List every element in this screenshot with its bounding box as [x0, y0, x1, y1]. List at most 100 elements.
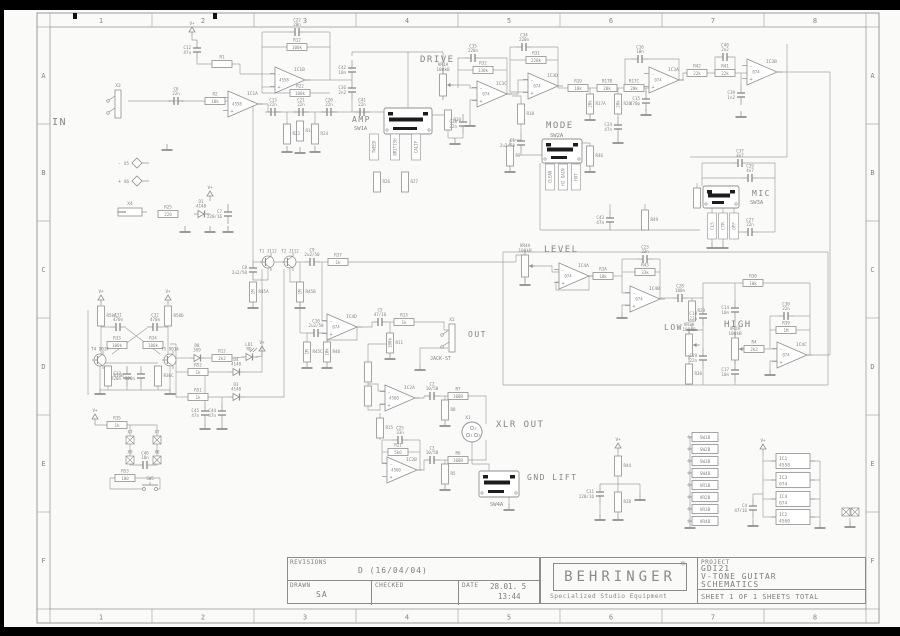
svg-text:2k2: 2k2	[218, 356, 226, 361]
ground-symbol	[747, 520, 759, 527]
svg-text:+: +	[230, 109, 233, 115]
svg-text:074: 074	[782, 353, 790, 358]
ground-symbol	[616, 312, 628, 319]
jfet-T1: T1 J112	[259, 249, 277, 271]
svg-text:22n: 22n	[172, 91, 180, 96]
switch-block	[383, 107, 433, 135]
ground-symbol	[706, 242, 718, 249]
svg-text:C15: C15	[632, 96, 640, 101]
svg-text:-: -	[561, 268, 564, 274]
svg-text:1k: 1k	[401, 320, 407, 325]
svg-text:4148: 4148	[231, 362, 242, 367]
svg-text:D: D	[870, 363, 874, 371]
svg-text:10k: 10k	[211, 99, 219, 104]
svg-text:220n: 220n	[519, 37, 530, 42]
svg-text:C31: C31	[114, 313, 122, 318]
svg-text:HI GAIN: HI GAIN	[561, 168, 566, 186]
svg-text:10k: 10k	[749, 281, 757, 286]
svg-text:074: 074	[752, 70, 760, 75]
svg-text:C42: C42	[338, 65, 346, 70]
svg-text:1M: 1M	[298, 289, 303, 295]
svg-text:33k: 33k	[641, 270, 649, 275]
svg-text:-: -	[749, 64, 752, 70]
svg-text:47u: 47u	[183, 50, 191, 55]
svg-text:C19: C19	[689, 353, 697, 358]
svg-text:+: +	[779, 360, 782, 366]
svg-text:074: 074	[779, 501, 788, 507]
svg-text:R40: R40	[333, 349, 341, 354]
svg-text:10n: 10n	[338, 70, 346, 75]
sheet-block: SHEET 1 OF 1 SHEETS TOTAL	[697, 589, 866, 604]
svg-text:V+: V+	[615, 437, 621, 442]
printer-mark	[213, 13, 217, 19]
svg-text:OFF: OFF	[732, 222, 737, 230]
svg-text:3: 3	[303, 614, 307, 622]
ground-symbol	[247, 302, 259, 309]
resistor-R27: R27	[401, 171, 419, 193]
svg-text:VR4B: VR4B	[700, 519, 711, 525]
svg-text:R15: R15	[386, 425, 394, 430]
svg-text:1n2: 1n2	[727, 95, 735, 100]
svg-text:22n: 22n	[297, 102, 305, 107]
section-label-xlr-out: XLR OUT	[496, 420, 543, 430]
pad-X7: X7	[125, 430, 135, 445]
ground-symbol	[321, 362, 333, 369]
ground-symbol	[684, 522, 696, 529]
svg-text:C3: C3	[429, 446, 435, 451]
pad	[841, 507, 851, 517]
svg-text:+: +	[118, 180, 121, 185]
svg-text:C25: C25	[396, 426, 404, 431]
resistor-R44: R44	[614, 455, 632, 477]
svg-text:R11: R11	[396, 340, 404, 345]
svg-text:R8: R8	[451, 407, 457, 412]
svg-text:C36: C36	[338, 85, 346, 90]
svg-text:X6: X6	[124, 179, 130, 185]
scan-edge-top	[0, 0, 900, 10]
switch-position-label-HI GAIN: HI GAIN	[558, 163, 568, 191]
svg-text:R20: R20	[624, 101, 632, 106]
svg-text:4: 4	[405, 614, 409, 622]
svg-text:R34: R34	[149, 336, 157, 341]
svg-text:E: E	[870, 460, 874, 468]
svg-text:220/16: 220/16	[579, 494, 595, 499]
resistor-R36: R36	[685, 363, 703, 385]
switch-position-label-TWEED: TWEED	[369, 133, 379, 161]
svg-text:CALIF: CALIF	[414, 140, 419, 153]
svg-text:R17A: R17A	[596, 101, 607, 106]
svg-text:IC1B: IC1B	[294, 67, 305, 73]
svg-text:IC2A: IC2A	[404, 385, 415, 391]
resistor-R8: R8	[441, 399, 457, 421]
svg-text:100: 100	[121, 476, 129, 481]
resistor-R49: R49	[641, 209, 659, 231]
svg-text:2: 2	[201, 17, 205, 25]
svg-text:R28: R28	[624, 499, 632, 504]
svg-text:C11: C11	[586, 489, 594, 494]
project-label: PROJECT	[701, 559, 730, 566]
svg-text:1k: 1k	[335, 260, 341, 265]
resistor-R26: R26	[373, 171, 391, 193]
svg-text:SW2B: SW2B	[700, 447, 711, 453]
svg-text:5: 5	[507, 614, 511, 622]
jfet-T2: T2 J112	[281, 249, 299, 271]
brand-block: BEHRINGER ® Specialized Studio Equipment	[540, 557, 698, 604]
svg-text:220/16: 220/16	[207, 214, 223, 219]
svg-text:TWEED: TWEED	[372, 140, 377, 153]
svg-text:1k: 1k	[114, 423, 120, 428]
resistor	[364, 385, 372, 407]
svg-text:+: +	[632, 304, 635, 310]
svg-text:GND LIFT: GND LIFT	[527, 473, 578, 482]
svg-text:3: 3	[478, 434, 480, 438]
svg-text:7: 7	[711, 614, 715, 622]
